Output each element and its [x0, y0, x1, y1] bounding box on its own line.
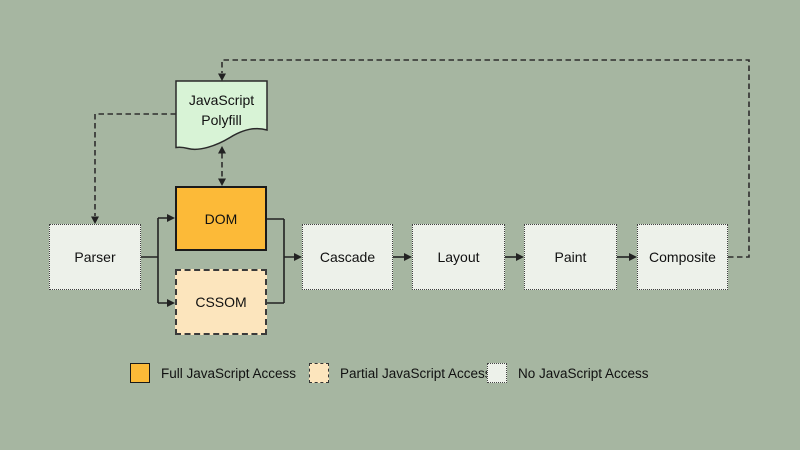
node-dom-label: DOM: [204, 210, 238, 227]
arrowhead-into-layout: [404, 253, 412, 261]
node-parser-label: Parser: [74, 249, 116, 265]
node-cascade-label: Cascade: [319, 249, 376, 265]
node-composite: Composite: [637, 224, 728, 290]
arrowhead-into-cascade: [294, 253, 302, 261]
arrowhead-into-polyfill-top: [218, 73, 226, 81]
arrowhead-into-paint: [516, 253, 524, 261]
node-layout-label: Layout: [437, 249, 480, 265]
legend-swatch-no-js: [487, 363, 507, 383]
node-dom: DOM: [175, 186, 267, 251]
node-composite-label: Composite: [649, 249, 716, 265]
node-parser: Parser: [49, 224, 141, 290]
arrowhead-into-composite: [629, 253, 637, 261]
edge-polyfill-parser: [94, 113, 176, 216]
legend-label-full-js: Full JavaScript Access: [161, 365, 297, 381]
polyfill-document-shape: [175, 80, 268, 150]
arrowhead-into-parser-top: [91, 216, 99, 224]
node-cssom-label: CSSOM: [195, 294, 247, 310]
node-cascade: Cascade: [302, 224, 393, 290]
polyfill-label-line2: Polyfill: [201, 112, 242, 128]
legend-swatch-partial-js: [309, 363, 329, 383]
edge-composite-polyfill-feedback: [221, 59, 750, 258]
arrowhead-into-cssom: [167, 299, 175, 307]
node-cssom: CSSOM: [175, 269, 267, 335]
arrowhead-into-polyfill-bottom: [218, 146, 226, 154]
legend-item-no-js: No JavaScript Access: [487, 362, 649, 384]
node-paint: Paint: [524, 224, 617, 290]
node-layout: Layout: [412, 224, 505, 290]
legend-label-no-js: No JavaScript Access: [518, 365, 649, 381]
legend-item-partial-js: Partial JavaScript Access: [309, 362, 492, 384]
edge-dom-cssom-merge: [267, 218, 294, 304]
arrowhead-into-dom: [167, 214, 175, 222]
legend-item-full-js: Full JavaScript Access: [130, 362, 296, 384]
polyfill-label-line1: JavaScript: [188, 92, 255, 108]
legend-swatch-full-js: [130, 363, 150, 383]
arrowhead-into-dom-top: [218, 178, 226, 186]
legend-label-partial-js: Partial JavaScript Access: [340, 365, 492, 381]
node-paint-label: Paint: [554, 249, 587, 265]
node-polyfill-label: JavaScript Polyfill: [176, 90, 267, 130]
edge-parser-branch: [141, 217, 167, 304]
